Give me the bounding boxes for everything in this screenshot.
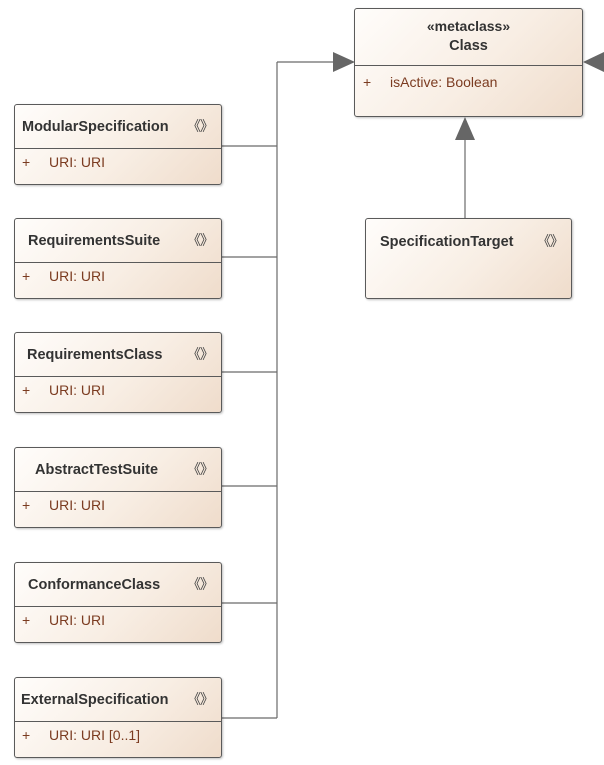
generalization-arrowhead-right (583, 52, 604, 72)
attribute-visibility: + (22, 612, 31, 628)
element-icon: 《》 (187, 231, 214, 248)
element-icon: 《》 (187, 117, 214, 134)
class-node-requirementssuite[interactable]: RequirementsSuite 《》 + URI: URI (14, 218, 222, 299)
metaclass-class-node[interactable]: «metaclass» Class + isActive: Boolean (354, 8, 583, 117)
specificationtarget-node[interactable]: SpecificationTarget 《》 (365, 218, 572, 299)
attribute-visibility: + (22, 382, 31, 398)
class-header: RequirementsClass 《》 (15, 333, 221, 377)
attribute-visibility: + (363, 74, 372, 90)
class-attribute: + URI: URI [0..1] (22, 727, 140, 743)
generalization-arrowhead-left (333, 52, 355, 72)
attribute-visibility: + (22, 497, 31, 513)
specificationtarget-header: SpecificationTarget 《》 (366, 219, 571, 264)
class-header: ExternalSpecification 《》 (15, 678, 221, 722)
attribute-text: isActive: Boolean (390, 74, 498, 90)
element-icon: 《》 (187, 345, 214, 362)
class-name: ModularSpecification (22, 118, 169, 135)
element-icon: 《》 (537, 232, 564, 249)
metaclass-stereotype: «metaclass» (426, 18, 511, 34)
metaclass-class-header: «metaclass» Class (355, 9, 582, 66)
class-attribute: + URI: URI (22, 612, 105, 628)
attribute-text: URI: URI (49, 154, 105, 170)
class-header: ConformanceClass 《》 (15, 563, 221, 607)
attribute-text: URI: URI (49, 612, 105, 628)
attribute-visibility: + (22, 727, 31, 743)
class-node-requirementsclass[interactable]: RequirementsClass 《》 + URI: URI (14, 332, 222, 413)
class-attribute: + URI: URI (22, 497, 105, 513)
attribute-text: URI: URI (49, 268, 105, 284)
class-name: RequirementsClass (27, 346, 163, 363)
element-icon: 《》 (187, 460, 214, 477)
attribute-visibility: + (22, 268, 31, 284)
attribute-visibility: + (22, 154, 31, 170)
attribute-text: URI: URI (49, 382, 105, 398)
class-attribute: + URI: URI (22, 382, 105, 398)
generalization-arrowhead-bottom (455, 117, 475, 140)
class-node-conformanceclass[interactable]: ConformanceClass 《》 + URI: URI (14, 562, 222, 643)
element-icon: 《》 (187, 690, 214, 707)
class-node-abstracttestsuite[interactable]: AbstractTestSuite 《》 + URI: URI (14, 447, 222, 528)
metaclass-name: Class (449, 38, 488, 54)
class-header: AbstractTestSuite 《》 (15, 448, 221, 492)
class-attribute: + URI: URI (22, 154, 105, 170)
class-name: AbstractTestSuite (35, 461, 159, 478)
element-icon: 《》 (187, 575, 214, 592)
class-name: ConformanceClass (28, 576, 161, 593)
class-attribute: + URI: URI (22, 268, 105, 284)
class-name: ExternalSpecification (21, 691, 169, 708)
attribute-text: URI: URI (49, 497, 105, 513)
class-header: ModularSpecification 《》 (15, 105, 221, 149)
class-node-modularspecification[interactable]: ModularSpecification 《》 + URI: URI (14, 104, 222, 185)
class-node-externalspecification[interactable]: ExternalSpecification 《》 + URI: URI [0..1… (14, 677, 222, 758)
class-header: RequirementsSuite 《》 (15, 219, 221, 263)
class-name: RequirementsSuite (28, 232, 161, 249)
attribute-text: URI: URI [0..1] (49, 727, 141, 743)
specificationtarget-name: SpecificationTarget (380, 233, 514, 250)
metaclass-attribute: + isActive: Boolean (363, 74, 497, 90)
